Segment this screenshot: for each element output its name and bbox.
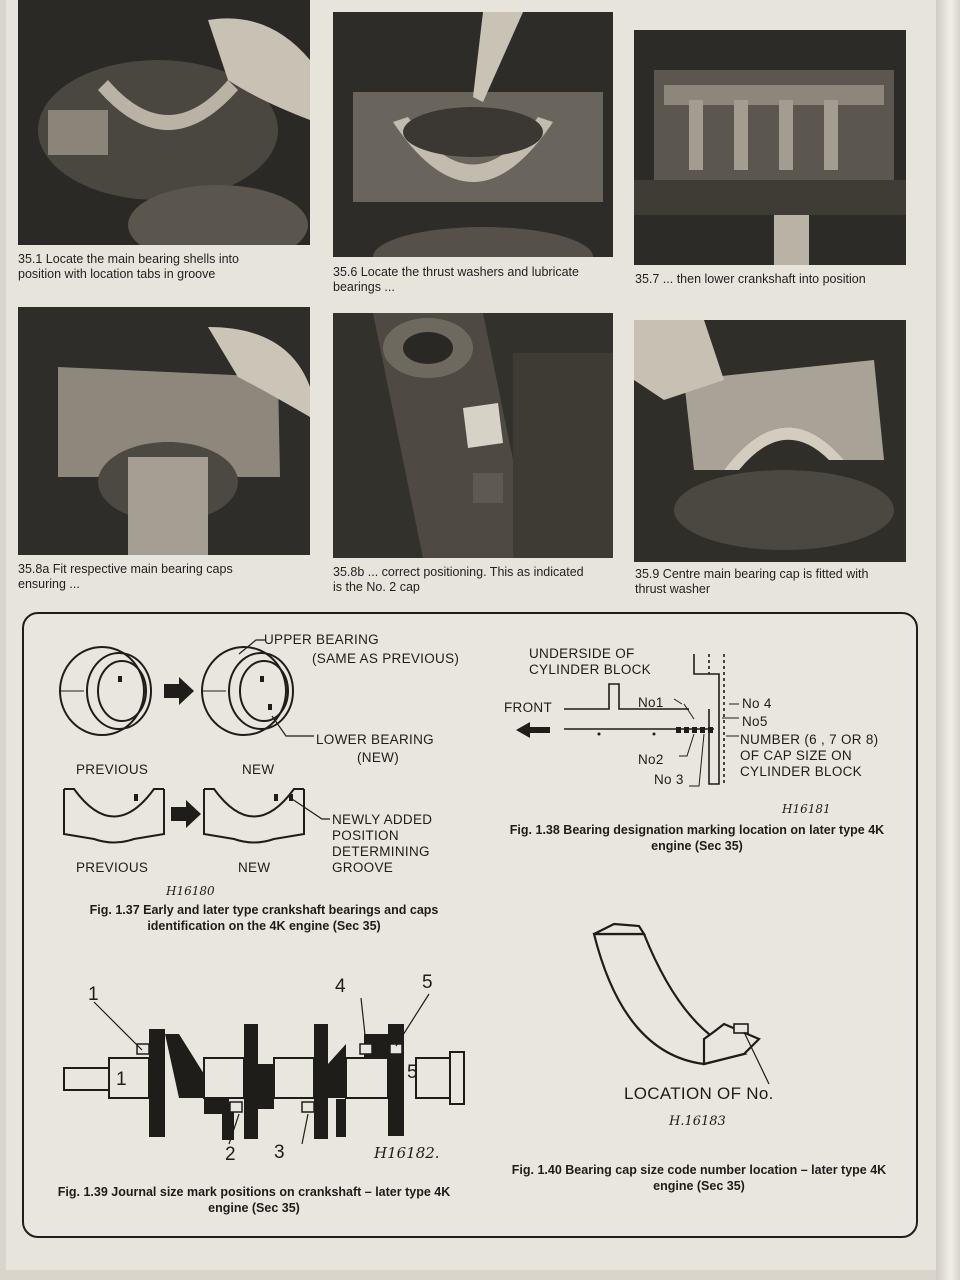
- label-new-paren: (NEW): [357, 750, 399, 765]
- photo-35-8a: [18, 307, 310, 555]
- label-location-of-no: LOCATION OF No.: [624, 1084, 774, 1103]
- fig-1-38-ref: H16181: [782, 802, 831, 816]
- label-no4: No 4: [742, 696, 772, 711]
- callout-5: 5: [422, 972, 433, 993]
- journal-2: 2: [188, 1069, 199, 1090]
- journal-1: 1: [116, 1069, 127, 1090]
- callout-3: 3: [274, 1142, 285, 1163]
- label-no2: No2: [638, 752, 664, 767]
- callout-1: 1: [88, 984, 99, 1005]
- label-same-as-previous: (SAME AS PREVIOUS): [312, 651, 460, 666]
- figures-panel: UPPER BEARING (SAME AS PREVIOUS) LOWER B…: [22, 612, 918, 1238]
- photo-caption: 35.8b ... correct positioning. This as i…: [333, 565, 584, 594]
- label-no1: No1: [638, 695, 664, 710]
- fig-1-38-drawing: [516, 654, 739, 787]
- fig-1-39-ref: H16182.: [374, 1144, 440, 1162]
- fig-1-39-crankshaft: [63, 993, 465, 1145]
- photo-caption: 35.1 Locate the main bearing shells into…: [18, 252, 239, 281]
- photo-35-8b: [333, 313, 613, 558]
- label-upper-bearing: UPPER BEARING: [264, 632, 379, 647]
- callout-2: 2: [225, 1144, 236, 1165]
- photo-35-9: [634, 320, 906, 562]
- label-lower-bearing: LOWER BEARING: [316, 732, 434, 747]
- label-previous: PREVIOUS: [76, 762, 149, 777]
- label-no5: No5: [742, 714, 768, 729]
- photo-35-6: [333, 12, 613, 257]
- fig-1-40-caption: Fig. 1.40 Bearing cap size code number l…: [511, 1163, 887, 1193]
- label-front: FRONT: [504, 700, 552, 715]
- journal-3: 3: [262, 1069, 273, 1090]
- fig-1-38-caption: Fig. 1.38 Bearing designation marking lo…: [509, 823, 885, 853]
- photo-caption: 35.8a Fit respective main bearing caps e…: [18, 562, 233, 591]
- photo-35-1: [18, 0, 310, 245]
- label-new: NEW: [242, 762, 275, 777]
- label-number: NUMBER (6 , 7 OR 8) OF CAP SIZE ON CYLIN…: [740, 732, 879, 779]
- photo-caption: 35.9 Centre main bearing cap is fitted w…: [635, 567, 869, 596]
- label-new-cap: NEW: [238, 860, 271, 875]
- fig-1-40-bearing-cap: [592, 922, 770, 1085]
- manual-page: 35.1 Locate the main bearing shells into…: [6, 0, 936, 1270]
- photo-caption: 35.6 Locate the thrust washers and lubri…: [333, 265, 579, 294]
- label-underside: UNDERSIDE OF CYLINDER BLOCK: [529, 646, 651, 677]
- label-groove: NEWLY ADDED POSITION DETERMINING GROOVE: [332, 812, 433, 875]
- page-edge: [936, 0, 960, 1280]
- fig-1-37-ref: H16180: [166, 884, 215, 898]
- photo-35-7: [634, 30, 906, 265]
- fig-1-40-ref: H.16183: [669, 1114, 726, 1129]
- label-no3: No 3: [654, 772, 684, 787]
- journal-4: 4: [336, 1069, 347, 1090]
- journal-5: 5: [407, 1062, 418, 1083]
- fig-1-39-caption: Fig. 1.39 Journal size mark positions on…: [57, 1185, 451, 1215]
- label-previous-cap: PREVIOUS: [76, 860, 149, 875]
- fig-1-37-caption: Fig. 1.37 Early and later type crankshaf…: [89, 903, 439, 933]
- photo-caption: 35.7 ... then lower crankshaft into posi…: [635, 272, 866, 286]
- fig-1-37-drawing: [59, 639, 330, 844]
- callout-4: 4: [335, 976, 346, 997]
